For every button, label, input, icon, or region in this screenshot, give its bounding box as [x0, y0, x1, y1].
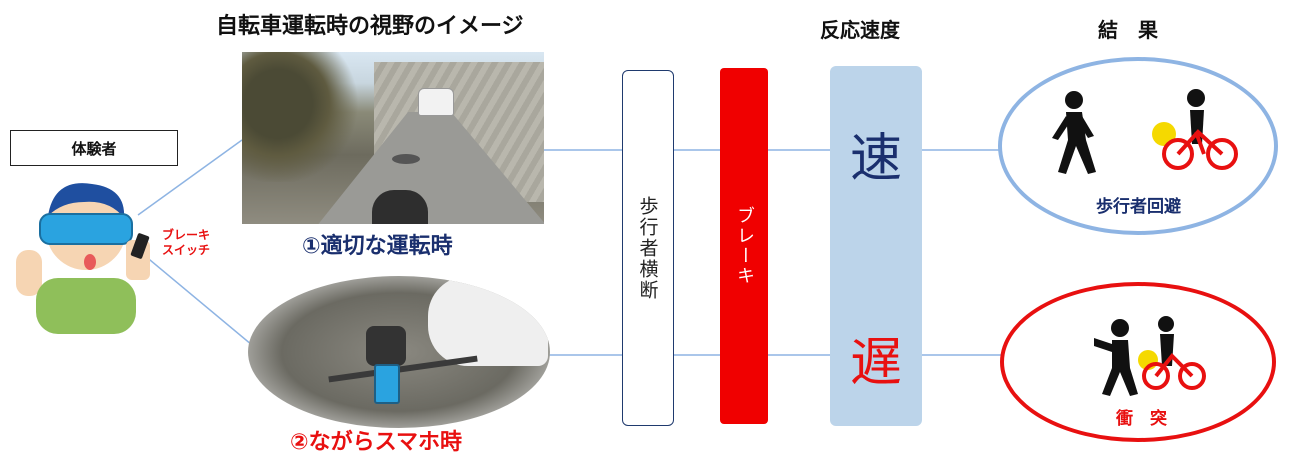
- collision-result-ellipse: [1000, 282, 1276, 442]
- connector-participant-scene2: [131, 244, 259, 351]
- vr-participant-illustration: [16, 183, 150, 334]
- collision-illustration: [1094, 316, 1206, 396]
- phone-riding-caption: ②ながらスマホ時: [290, 430, 462, 455]
- brake-box: ブレーキ: [720, 68, 768, 424]
- phone-riding-view-photo: [248, 276, 550, 428]
- collision-result-label: 衝 突: [1116, 409, 1167, 429]
- speed-fast-char: 速: [849, 129, 902, 189]
- brake-label: ブレーキ: [734, 206, 755, 286]
- reaction-speed-heading: 反応速度: [820, 18, 900, 42]
- pedestrian-avoid-illustration: [1052, 89, 1238, 174]
- result-heading: 結 果: [1098, 18, 1158, 42]
- pedestrian-crossing-box: 歩行者横断: [622, 70, 674, 426]
- participant-label: 体験者: [10, 130, 178, 166]
- speed-slow-char: 遅: [849, 333, 902, 393]
- reaction-speed-column: [830, 66, 922, 426]
- proper-riding-caption: ①適切な運転時: [302, 234, 453, 259]
- brake-switch-line1: ブレーキ: [162, 228, 211, 242]
- connector-participant-scene1: [137, 139, 243, 216]
- brake-switch-line2: スイッチ: [162, 243, 211, 257]
- pedestrian-crossing-label: 歩行者横断: [636, 195, 659, 301]
- proper-riding-view-photo: [242, 52, 544, 224]
- brake-switch-label: ブレーキ スイッチ: [162, 228, 210, 258]
- image-title: 自転車運転時の視野のイメージ: [216, 14, 524, 39]
- avoidance-result-label: 歩行者回避: [1096, 197, 1181, 217]
